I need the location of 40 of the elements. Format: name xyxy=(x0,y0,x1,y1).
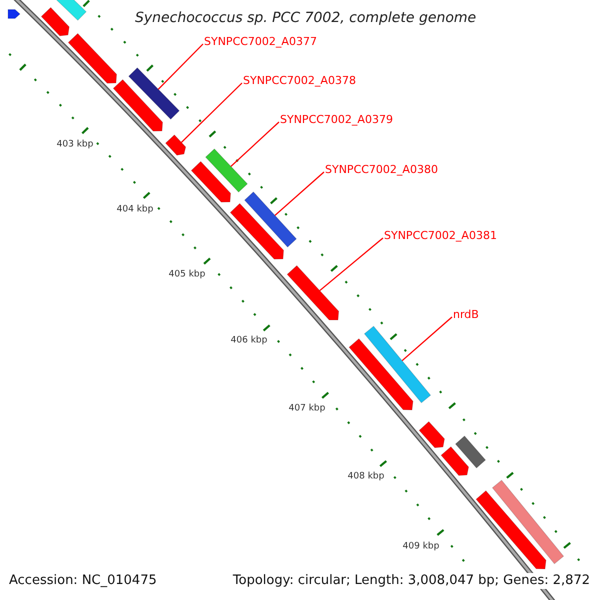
tick-label: 403 kbp xyxy=(56,140,94,150)
gene-label: SYNPCC7002_A0378 xyxy=(243,74,356,88)
gene-label: SYNPCC7002_A0379 xyxy=(280,113,393,127)
leader-line xyxy=(319,238,384,292)
gene-bar xyxy=(190,161,231,202)
tick-label: 404 kbp xyxy=(116,204,154,216)
diagram-title: Synechococcus sp. PCC 7002, complete genome xyxy=(135,9,476,28)
gene-bar xyxy=(418,421,445,448)
gene-bar xyxy=(230,203,284,260)
accession-text: Accession: NC_010475 xyxy=(9,573,157,589)
gene-bar xyxy=(205,148,248,193)
tick-label: 406 kbp xyxy=(230,336,268,346)
gene-label: nrdB xyxy=(453,308,479,322)
tick-label: 408 kbp xyxy=(348,472,384,482)
leader-line xyxy=(230,122,280,167)
gene-bar xyxy=(492,480,564,564)
gene-bar xyxy=(455,436,486,468)
gene-label: SYNPCC7002_A0377 xyxy=(204,35,317,49)
gene-bar xyxy=(8,9,20,19)
leader-line xyxy=(180,82,242,143)
gene-bar xyxy=(128,67,180,120)
gene-label: SYNPCC7002_A0381 xyxy=(384,229,497,243)
leader-line xyxy=(158,44,204,90)
tick-label: 407 kbp xyxy=(288,404,326,414)
gene-bar xyxy=(286,265,339,320)
gene-bar xyxy=(364,326,432,404)
gene-bar xyxy=(440,446,469,476)
tick-label: 405 kbp xyxy=(168,270,206,280)
gene-bar xyxy=(348,338,414,410)
gene-bar xyxy=(68,33,117,84)
tick-label: 409 kbp xyxy=(402,542,440,552)
gene-bar xyxy=(244,191,297,248)
gene-bar xyxy=(476,490,546,570)
genome-info-text: Topology: circular; Length: 3,008,047 bp; Genes: 2,872 xyxy=(232,573,590,589)
gene-bar xyxy=(40,7,70,36)
gene-bar xyxy=(165,134,186,156)
gene-bar xyxy=(112,79,163,132)
leader-line xyxy=(402,316,452,362)
leader-line xyxy=(274,172,324,216)
gene-label: SYNPCC7002_A0380 xyxy=(325,163,438,177)
